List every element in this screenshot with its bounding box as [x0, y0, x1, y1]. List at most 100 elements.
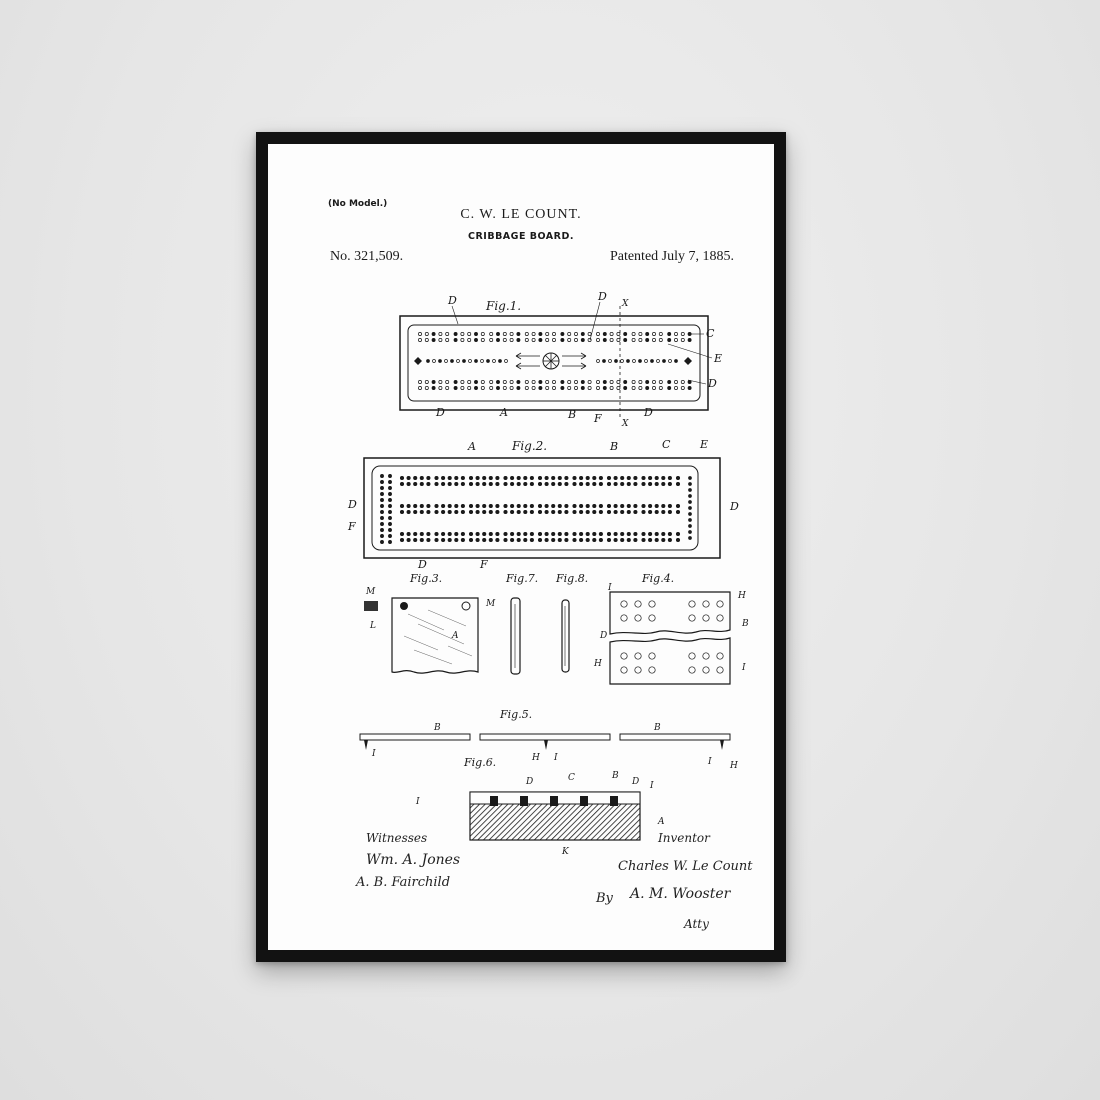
peg-hole [434, 503, 439, 509]
peg-hole [474, 386, 478, 390]
peg-hole [572, 475, 577, 481]
svg-text:A: A [499, 406, 508, 419]
peg-hole [475, 481, 480, 487]
peg-hole [658, 332, 663, 336]
peg-hole [580, 386, 585, 390]
peg-hole [633, 503, 638, 509]
peg-hole [388, 474, 392, 478]
peg-hole [503, 531, 508, 537]
peg-hole [641, 503, 646, 509]
svg-text:X: X [621, 419, 629, 429]
peg-hole [447, 503, 452, 509]
peg-hole [592, 481, 597, 487]
peg-hole [544, 537, 549, 543]
picture-frame: (No Model.) C. W. LE COUNT. CRIBBAGE BOA… [256, 132, 786, 962]
peg-hole [606, 537, 612, 543]
peg-hole [488, 509, 493, 515]
attorney-signature: A. M. Wooster [628, 886, 732, 902]
peg-hole [496, 332, 500, 336]
peg-hole [495, 509, 500, 515]
peg-hole [631, 386, 636, 390]
fig4-peg-holes [620, 600, 724, 674]
svg-text:D: D [597, 290, 607, 303]
peg-hole [633, 475, 638, 481]
peg-hole [544, 481, 549, 487]
peg-hole [633, 481, 638, 487]
peg-hole [418, 338, 422, 342]
peg-hole [626, 531, 631, 537]
peg-hole [453, 380, 458, 384]
peg-hole [531, 332, 536, 336]
peg-hole [426, 509, 431, 515]
peg-hole [480, 332, 485, 336]
peg-hole [503, 537, 508, 543]
peg-hole [667, 481, 672, 487]
peg-hole [641, 531, 646, 537]
peg-hole [516, 481, 521, 487]
peg-hole [702, 652, 710, 660]
peg-hole [460, 503, 465, 509]
peg-hole [620, 600, 628, 608]
peg-hole [431, 380, 436, 384]
signatures: Wm. A. Jones A. B. Fairchild Charles W. … [355, 852, 753, 931]
peg-hole [388, 528, 392, 532]
peg-hole [574, 338, 578, 342]
peg-hole [504, 359, 508, 363]
peg-hole [495, 481, 500, 487]
peg-hole [648, 600, 656, 608]
peg-hole [557, 475, 562, 481]
peg-hole [503, 509, 508, 515]
peg-hole [598, 537, 603, 543]
peg-hole [661, 531, 666, 537]
peg-hole [592, 537, 597, 543]
peg-hole [648, 537, 653, 543]
peg-hole [661, 481, 666, 487]
peg-hole [688, 482, 692, 486]
peg-hole [551, 503, 556, 509]
peg-hole [662, 359, 666, 363]
peg-hole [654, 481, 659, 487]
peg-hole [634, 652, 642, 660]
peg-hole [524, 338, 529, 342]
peg-hole [602, 332, 607, 336]
peg-hole [503, 503, 508, 509]
peg-hole [585, 509, 590, 515]
peg-hole [380, 528, 384, 532]
figure-5: Fig.5. B B I H I I H [359, 708, 738, 771]
peg-hole [413, 509, 418, 515]
peg-hole [626, 537, 631, 543]
peg-hole [441, 481, 446, 487]
peg-hole [688, 614, 696, 622]
peg-hole [516, 537, 521, 543]
peg-hole [608, 359, 612, 363]
peg-hole [667, 380, 672, 384]
peg-hole [648, 475, 653, 481]
peg-hole [620, 652, 628, 660]
by-label: By [595, 891, 614, 906]
peg-hole [551, 509, 556, 515]
peg-hole [598, 531, 603, 537]
svg-text:D: D [631, 777, 639, 787]
peg-hole [620, 537, 625, 543]
svg-text:I: I [741, 663, 746, 673]
peg-hole [620, 481, 625, 487]
peg-hole [674, 359, 678, 363]
svg-text:E: E [713, 352, 722, 365]
peg-hole [399, 481, 405, 487]
peg-hole [574, 332, 578, 336]
peg-hole [626, 475, 631, 481]
peg-hole [419, 509, 424, 515]
peg-hole [602, 338, 607, 342]
peg-hole [510, 509, 515, 515]
svg-text:A: A [657, 817, 665, 827]
peg-hole [658, 386, 663, 390]
peg-hole [675, 475, 681, 481]
peg-hole [432, 359, 436, 363]
peg-hole [650, 359, 654, 363]
peg-hole [641, 481, 646, 487]
peg-hole [399, 475, 405, 481]
peg-hole [645, 338, 650, 342]
svg-text:I: I [553, 753, 558, 763]
peg-hole [488, 503, 493, 509]
peg-hole [587, 338, 592, 342]
